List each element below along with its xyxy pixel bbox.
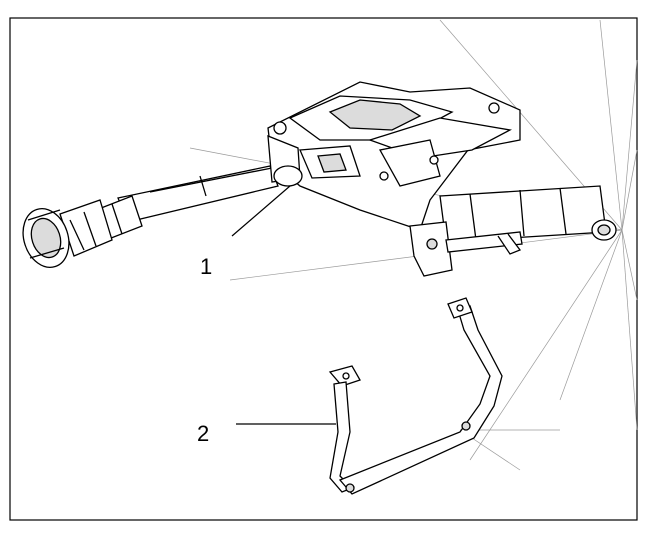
support-bracket (328, 297, 503, 495)
steering-column (22, 81, 617, 277)
callout-1-label: 1 (200, 254, 213, 279)
callout-2-label: 2 (197, 421, 210, 446)
leader-line-1 (231, 185, 291, 237)
frame (9, 17, 638, 521)
